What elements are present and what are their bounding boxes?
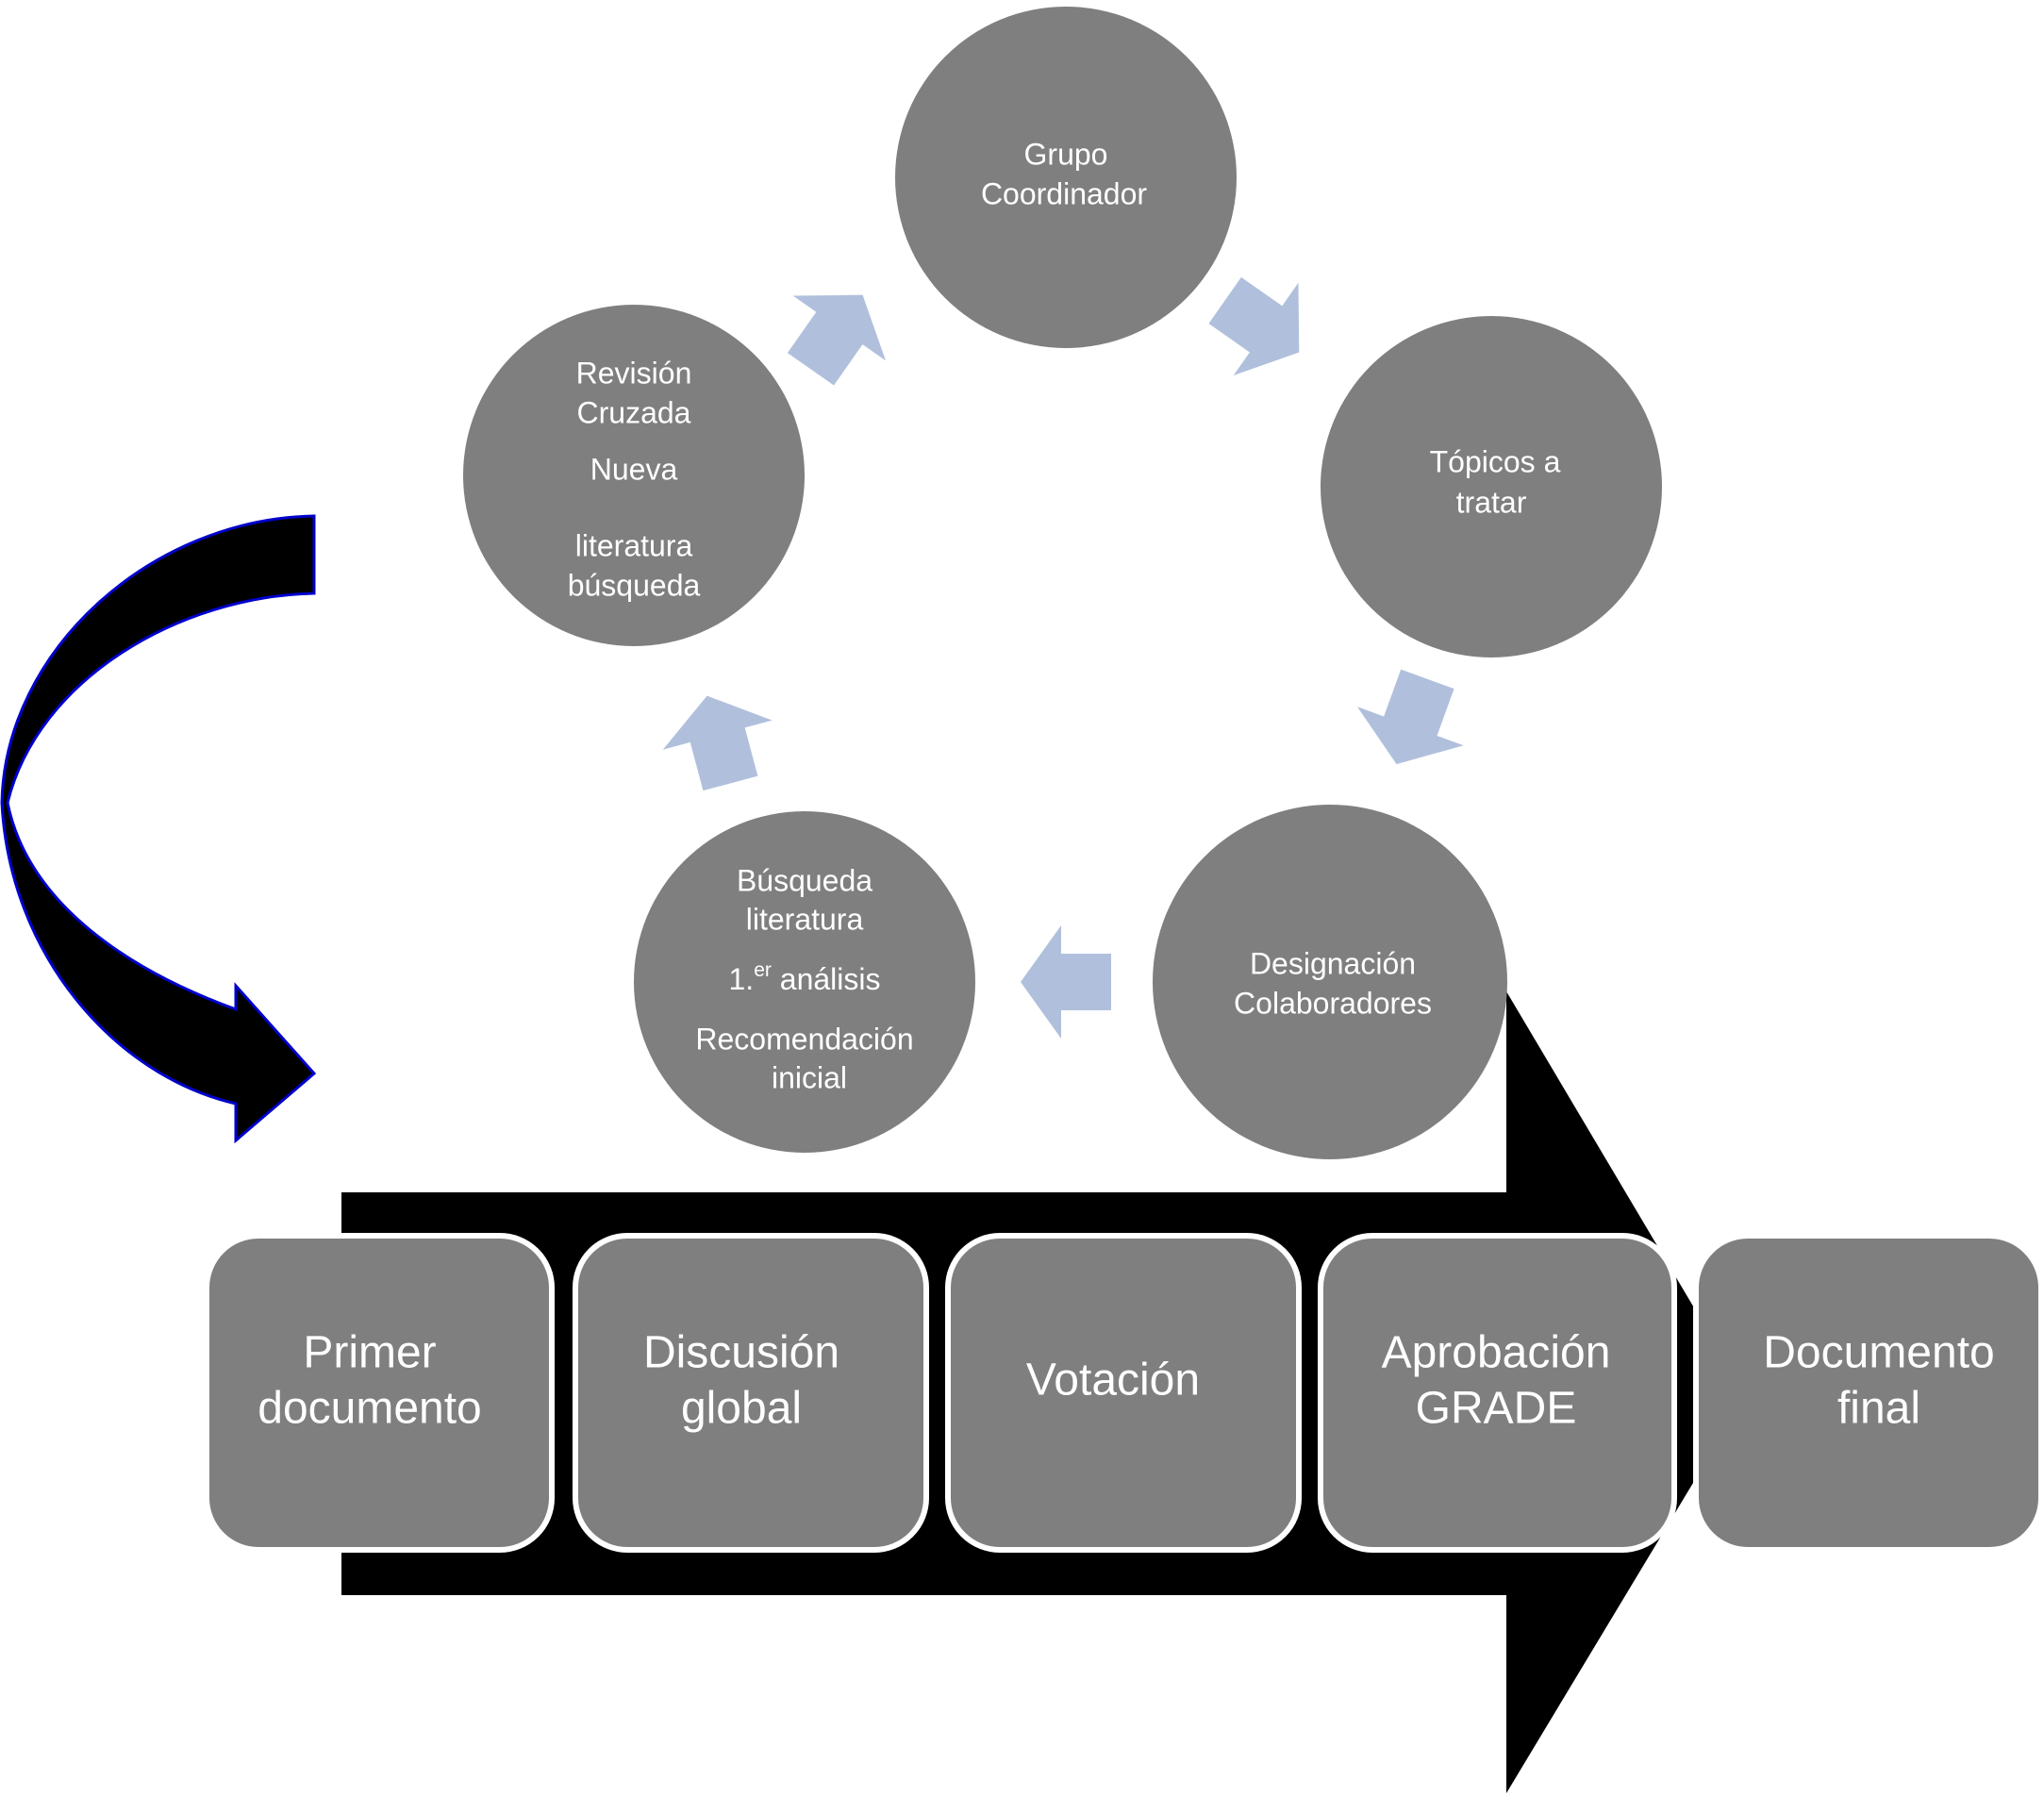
- node-topicos: Tópicos a tratar: [1321, 316, 1662, 657]
- node-label: inicial: [772, 1060, 847, 1094]
- node-label: Coordinador: [981, 176, 1147, 210]
- step-label: global: [681, 1384, 802, 1434]
- node-label: Cruzada: [577, 395, 691, 429]
- node-label-analisis: 1.er análisis: [729, 959, 881, 997]
- cycle-arrows: [662, 276, 1464, 1039]
- node-label: Búsqueda: [737, 863, 872, 897]
- arrow-topicos-to-designacion: [1356, 669, 1464, 765]
- step-label: Votación: [1026, 1356, 1200, 1406]
- arrow-designacion-to-busqueda: [1021, 925, 1111, 1039]
- node-label: Grupo: [1024, 137, 1108, 171]
- node-grupo-coordinador: Grupo Coordinador: [895, 7, 1237, 348]
- arrow-revision-to-grupo: [787, 294, 887, 386]
- step-primer-documento: Primer documento: [204, 1233, 555, 1553]
- arrow-busqueda-to-revision: [662, 695, 773, 791]
- step-label: documento: [258, 1384, 482, 1434]
- node-label: Tópicos a: [1430, 444, 1561, 478]
- node-label: literatura: [746, 902, 864, 936]
- step-label: Aprobación: [1382, 1328, 1611, 1378]
- step-label: GRADE: [1416, 1384, 1577, 1434]
- node-label: Revisión: [576, 356, 692, 390]
- step-documento-final: Documento final: [1693, 1233, 2044, 1553]
- step-aprobacion-grade: Aprobación GRADE: [1318, 1233, 1677, 1553]
- arrow-grupo-to-topicos: [1208, 276, 1300, 376]
- node-label: tratar: [1456, 485, 1527, 519]
- node-designacion: Designación Colaboradores: [1153, 805, 1507, 1159]
- curved-arrow: [0, 514, 317, 1144]
- step-votacion: Votación: [945, 1233, 1302, 1553]
- node-label: Nueva: [590, 452, 678, 486]
- node-label: Colaboradores: [1234, 986, 1432, 1020]
- step-label: Primer: [303, 1328, 436, 1378]
- node-busqueda: Búsqueda literatura 1.er análisis Recome…: [634, 811, 975, 1153]
- node-label: búsqueda: [568, 568, 701, 602]
- node-label: literatura: [575, 528, 693, 562]
- node-revision: Revisión Cruzada Nueva literatura búsque…: [463, 305, 805, 646]
- node-label: Designación: [1250, 946, 1416, 980]
- node-label: Recomendación: [695, 1022, 913, 1056]
- step-discusion-global: Discusión global: [573, 1233, 929, 1553]
- step-label: Discusión: [643, 1328, 839, 1378]
- step-label: Documento: [1763, 1328, 1994, 1378]
- step-label: final: [1837, 1384, 1920, 1434]
